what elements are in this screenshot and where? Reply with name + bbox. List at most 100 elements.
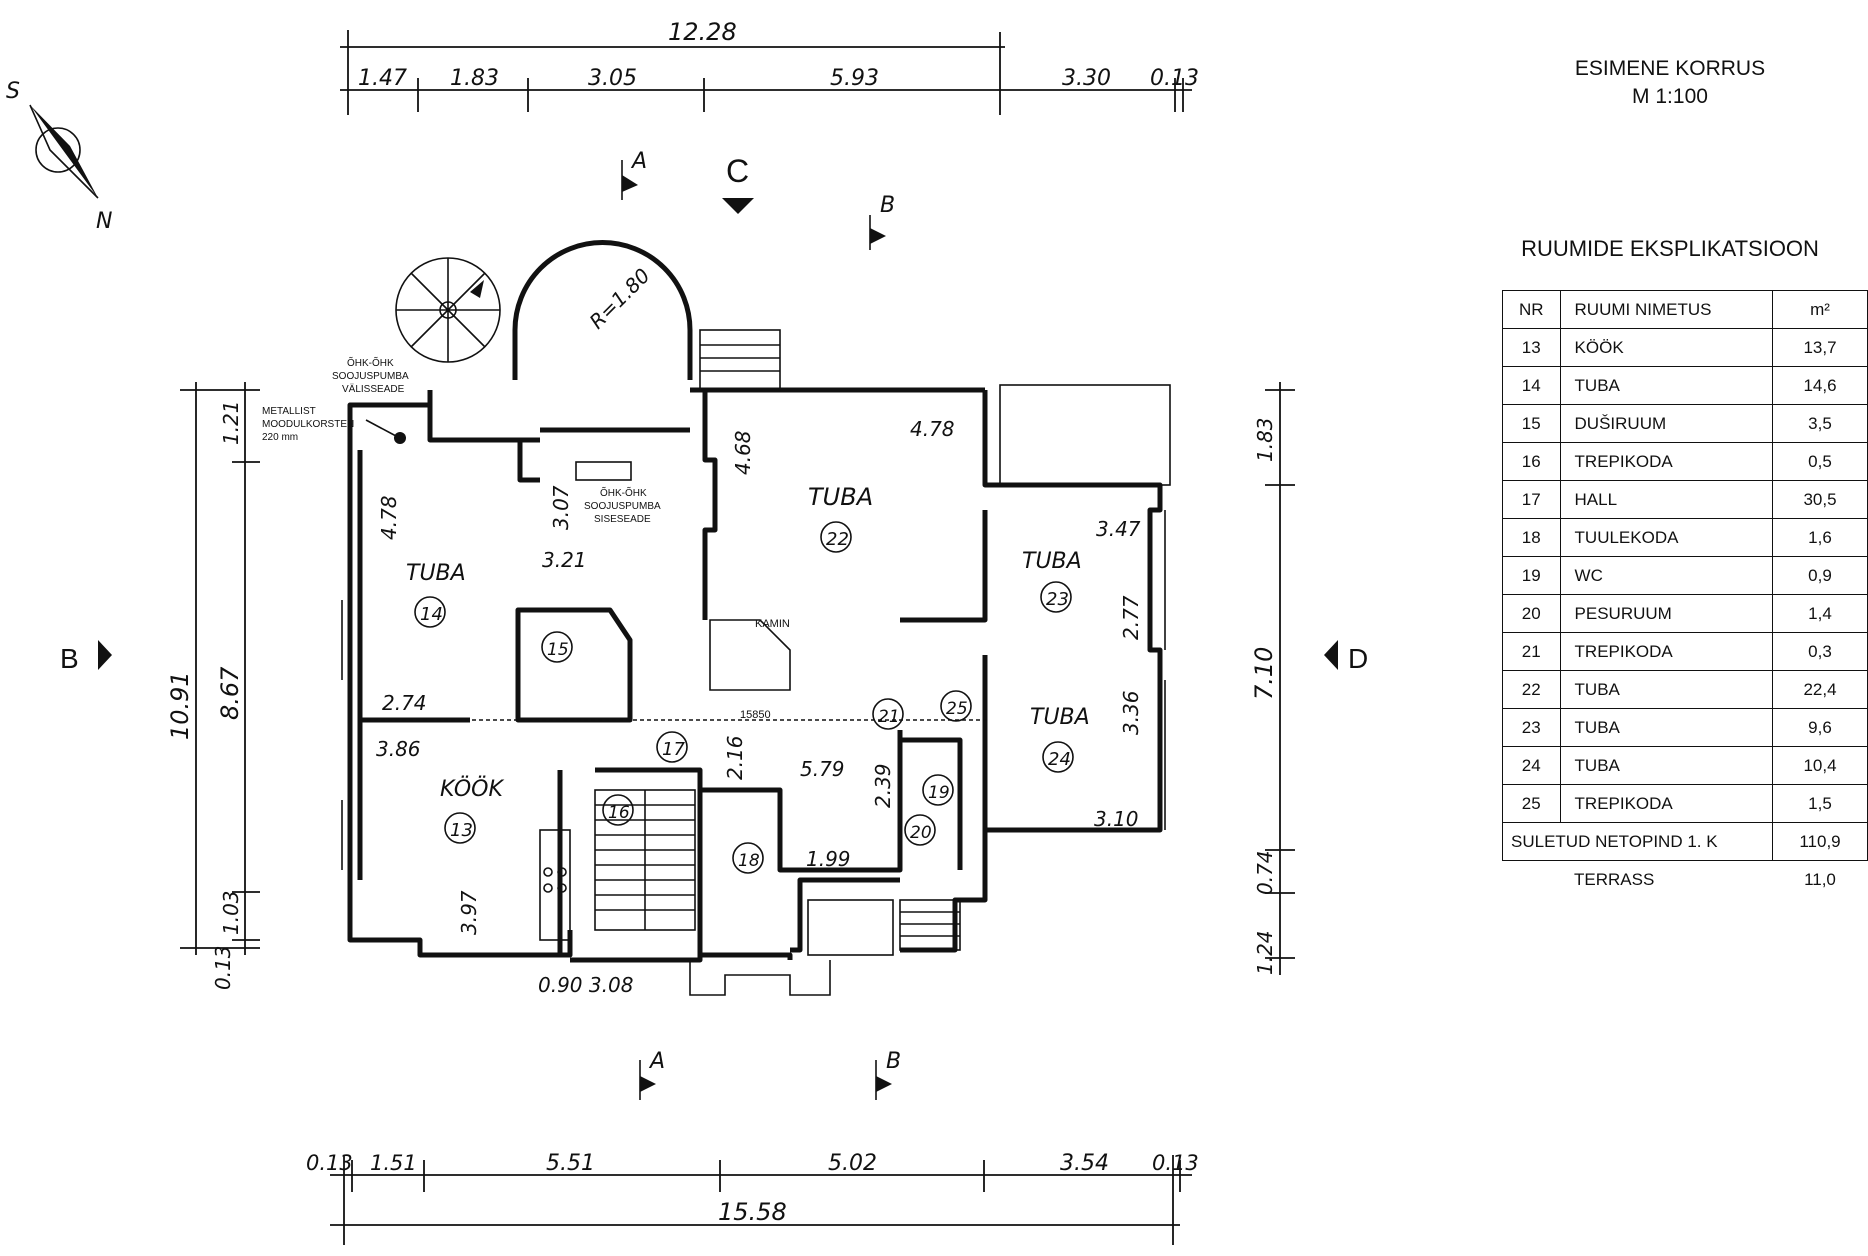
- dim-bottom-overall: 15.58: [718, 1198, 787, 1226]
- svg-text:19: 19: [928, 783, 950, 803]
- annotation-heatpump-outdoor: ÕHK-ÕHK SOOJUSPUMBA VÄLISSEADE: [332, 356, 409, 395]
- annotation-heatpump-indoor: ÕHK-ÕHK SOOJUSPUMBA SISESEADE: [584, 486, 661, 525]
- svg-text:22: 22: [826, 529, 849, 550]
- section-marker-b-top: B: [880, 193, 895, 218]
- svg-text:220 mm: 220 mm: [262, 432, 298, 443]
- section-arrow-b-left: [98, 640, 112, 670]
- section-marker-b-left: B: [60, 643, 79, 674]
- svg-text:3.21: 3.21: [542, 548, 587, 572]
- spiral-stair: [395, 257, 501, 363]
- dim-right-2: 0.74: [1253, 850, 1277, 895]
- bay-window-arc: R=1.80: [512, 240, 693, 380]
- room-14: TUBA 14 4.78 3.21 3.07 2.74: [377, 485, 587, 715]
- dim-top-6: 0.13: [1150, 66, 1199, 91]
- dim-bottom-2: 1.51: [370, 1151, 417, 1175]
- interior-walls: [360, 390, 990, 960]
- svg-text:5.79: 5.79: [800, 757, 845, 781]
- room-13: KÖÖK 13 3.86 3.97: [376, 737, 504, 935]
- dim-left-3: 0.13: [211, 945, 235, 990]
- total-area: 110,9: [1771, 822, 1868, 861]
- svg-text:METALLIST: METALLIST: [262, 406, 316, 417]
- section-marker-a-bottom: A: [648, 1049, 665, 1074]
- terrace-label: TERRASS: [1574, 869, 1655, 889]
- column-header-name: RUUMI NIMETUS: [1559, 290, 1773, 329]
- dim-top-5: 3.30: [1062, 66, 1111, 91]
- section-arrow-c: [722, 198, 754, 214]
- heat-pump-indoor-unit: [575, 461, 632, 481]
- dim-top-1: 1.47: [358, 66, 407, 91]
- section-line-label: 15850: [740, 709, 771, 721]
- compass-north-label: N: [96, 209, 112, 234]
- fireplace: KAMIN: [709, 618, 791, 691]
- dim-top-2: 1.83: [450, 66, 499, 91]
- svg-text:15: 15: [547, 640, 569, 660]
- room-24: TUBA 24 3.36 3.10: [1030, 690, 1143, 831]
- left-dimension-lines: 10.91 8.67 1.21 1.03 0.13: [166, 382, 260, 990]
- svg-text:21: 21: [878, 707, 900, 727]
- table-total-row: SULETUD NETOPIND 1. K 110,9: [1502, 822, 1868, 861]
- side-stair: [899, 899, 961, 951]
- svg-text:TUBA: TUBA: [1030, 705, 1090, 730]
- dim-left-overall: 10.91: [166, 671, 194, 740]
- small-room-markers: 15 16 18 19 20 21 25: [541, 631, 972, 874]
- total-label: SULETUD NETOPIND 1. K: [1502, 822, 1773, 861]
- svg-text:4.68: 4.68: [731, 430, 755, 475]
- fireplace-label: KAMIN: [755, 618, 790, 630]
- dim-right-1: 1.83: [1253, 417, 1277, 462]
- room-22: TUBA 22 4.78 4.68: [731, 417, 955, 553]
- svg-text:14: 14: [420, 604, 443, 625]
- drawing-title-scale: M 1:100: [1632, 85, 1708, 108]
- column-header-area: m²: [1771, 290, 1868, 329]
- dim-bottom-6: 0.13: [1152, 1151, 1199, 1175]
- svg-text:TUBA: TUBA: [406, 561, 466, 586]
- svg-text:3.07: 3.07: [549, 485, 573, 530]
- svg-text:ÕHK-ÕHK: ÕHK-ÕHK: [600, 486, 647, 499]
- svg-text:16: 16: [608, 803, 630, 823]
- svg-text:2.39: 2.39: [871, 763, 895, 808]
- section-marker-a-top: A: [630, 149, 647, 174]
- annotation-chimney: METALLIST MOODULKORSTEN 220 mm: [262, 406, 397, 443]
- dim-bottom-1: 0.13: [306, 1151, 353, 1175]
- dim-left-2: 1.03: [219, 890, 243, 935]
- dim-right-overall: 7.10: [1250, 647, 1278, 700]
- dim-left-inner: 8.67: [216, 666, 244, 720]
- dim-bottom-5: 3.54: [1060, 1151, 1109, 1176]
- dim-right-3: 1.24: [1253, 930, 1277, 975]
- svg-text:MOODULKORSTEN: MOODULKORSTEN: [262, 419, 354, 430]
- svg-text:SOOJUSPUMBA: SOOJUSPUMBA: [584, 501, 661, 512]
- svg-text:3.86: 3.86: [376, 737, 421, 761]
- svg-text:17: 17: [662, 739, 685, 760]
- svg-text:20: 20: [910, 823, 932, 843]
- table-header-row: NR RUUMI NIMETUS m²: [1502, 290, 1868, 329]
- compass-north-arrow: S N: [6, 79, 112, 234]
- svg-text:24: 24: [1048, 749, 1071, 770]
- svg-text:VÄLISSEADE: VÄLISSEADE: [342, 383, 405, 395]
- dim-top-overall: 12.28: [668, 18, 737, 46]
- top-dimension-lines: 12.28 1.47 1.83 3.05 5.93 3.30 0.13: [340, 18, 1199, 115]
- svg-text:25: 25: [946, 699, 968, 719]
- dim-left-1: 1.21: [219, 400, 243, 445]
- kitchen-counter: [539, 829, 571, 941]
- dim-top-3: 3.05: [588, 66, 637, 91]
- svg-text:3.10: 3.10: [1094, 807, 1139, 831]
- svg-text:3.47: 3.47: [1096, 517, 1141, 541]
- svg-text:2.77: 2.77: [1119, 595, 1143, 640]
- explication-heading: RUUMIDE EKSPLIKATSIOON: [1521, 236, 1819, 261]
- dim-top-4: 5.93: [830, 66, 879, 91]
- svg-text:4.78: 4.78: [910, 417, 955, 441]
- svg-text:ÕHK-ÕHK: ÕHK-ÕHK: [347, 356, 394, 369]
- room-17-hall: 17 2.16 5.79 1.99 2.39: [656, 731, 895, 871]
- svg-text:3.36: 3.36: [1119, 690, 1143, 735]
- column-header-nr: NR: [1502, 290, 1561, 329]
